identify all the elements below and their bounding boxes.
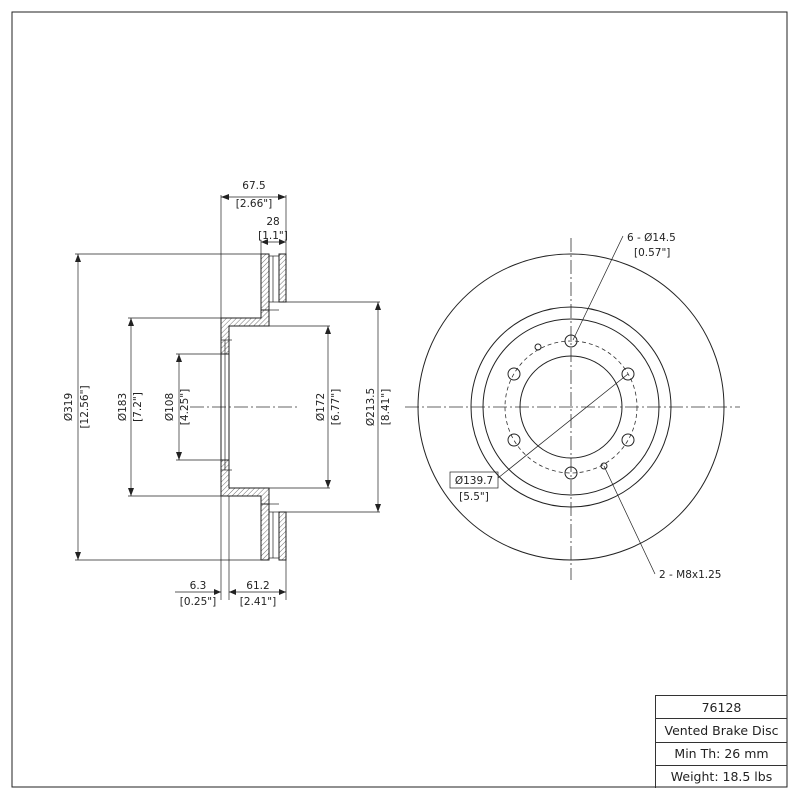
dim-outer-diameter: Ø319 bbox=[63, 393, 75, 421]
part-description: Vented Brake Disc bbox=[656, 719, 787, 743]
part-number: 76128 bbox=[656, 696, 787, 720]
dim-inner-hat-diameter-in: [6.77"] bbox=[330, 389, 342, 425]
threaded-hole-1 bbox=[534, 343, 542, 351]
dim-offset-in: [2.41"] bbox=[240, 596, 276, 608]
bolt-circle-label-box bbox=[449, 471, 499, 489]
friction-inner-edge bbox=[470, 306, 672, 508]
dim-overall-height: 67.5 bbox=[242, 180, 265, 192]
dim-offset: 61.2 bbox=[246, 580, 269, 592]
label-bolt-circle: Ø139.7 bbox=[455, 475, 493, 487]
min-thickness: Min Th: 26 mm bbox=[656, 743, 787, 766]
weight: Weight: 18.5 lbs bbox=[670, 769, 773, 785]
dim-center-bore: Ø108 bbox=[164, 393, 176, 421]
dim-hat-thickness: 6.3 bbox=[190, 580, 207, 592]
drawing-frame bbox=[11, 11, 788, 788]
outboard-plate-bottom bbox=[260, 503, 270, 561]
dim-outer-diameter-in: [12.56"] bbox=[79, 385, 91, 428]
leader-threaded-holes bbox=[603, 465, 656, 575]
dim-rotor-thickness: 28 bbox=[266, 216, 279, 228]
bolt-hole-3 bbox=[621, 433, 635, 447]
center-bore bbox=[519, 355, 623, 459]
bolt-hole-1 bbox=[564, 334, 578, 348]
leader-bolt-holes bbox=[572, 235, 624, 341]
inboard-plate-bottom bbox=[278, 511, 287, 561]
label-threaded-holes: 2 - M8x1.25 bbox=[659, 569, 721, 581]
bolt-circle bbox=[504, 340, 638, 474]
leader-bolt-circle bbox=[497, 373, 629, 479]
dim-inner-friction-diameter-in: [8.41"] bbox=[380, 389, 392, 425]
bolt-hole-2 bbox=[621, 367, 635, 381]
threaded-hole-2 bbox=[600, 462, 608, 470]
dim-inner-hat-diameter: Ø172 bbox=[315, 393, 327, 421]
dim-center-bore-in: [4.25"] bbox=[179, 389, 191, 425]
dim-hat-thickness-in: [0.25"] bbox=[180, 596, 216, 608]
bolt-hole-4 bbox=[564, 466, 578, 480]
front-view: 6 - Ø14.5 [0.57"] Ø139.7 [5.5"] 2 - M8x1… bbox=[405, 232, 740, 581]
label-bolt-holes-in: [0.57"] bbox=[634, 247, 670, 259]
label-bolt-holes: 6 - Ø14.5 bbox=[627, 232, 676, 244]
dim-rotor-thickness-in: [1.1"] bbox=[258, 230, 288, 242]
hat-edge bbox=[482, 318, 660, 496]
rotor-outer-edge bbox=[417, 253, 725, 561]
dim-hat-diameter: Ø183 bbox=[117, 393, 129, 421]
label-bolt-circle-in: [5.5"] bbox=[459, 491, 489, 503]
title-block: 76128 Vented Brake Disc Min Th: 26 mm We… bbox=[655, 695, 787, 788]
dim-overall-height-in: [2.66"] bbox=[236, 198, 272, 210]
hat-wall-bottom bbox=[220, 459, 270, 505]
dim-inner-friction-diameter: Ø213.5 bbox=[365, 388, 377, 426]
outboard-plate-top bbox=[260, 253, 270, 311]
dim-hat-diameter-in: [7.2"] bbox=[132, 392, 144, 422]
bolt-hole-5 bbox=[507, 433, 521, 447]
side-section-view: 67.5 [2.66"] 28 [1.1"] Ø319 [12.56"] Ø18… bbox=[63, 180, 392, 608]
inboard-plate-top bbox=[278, 253, 287, 303]
bolt-hole-6 bbox=[507, 367, 521, 381]
hat-wall-top bbox=[220, 309, 270, 355]
